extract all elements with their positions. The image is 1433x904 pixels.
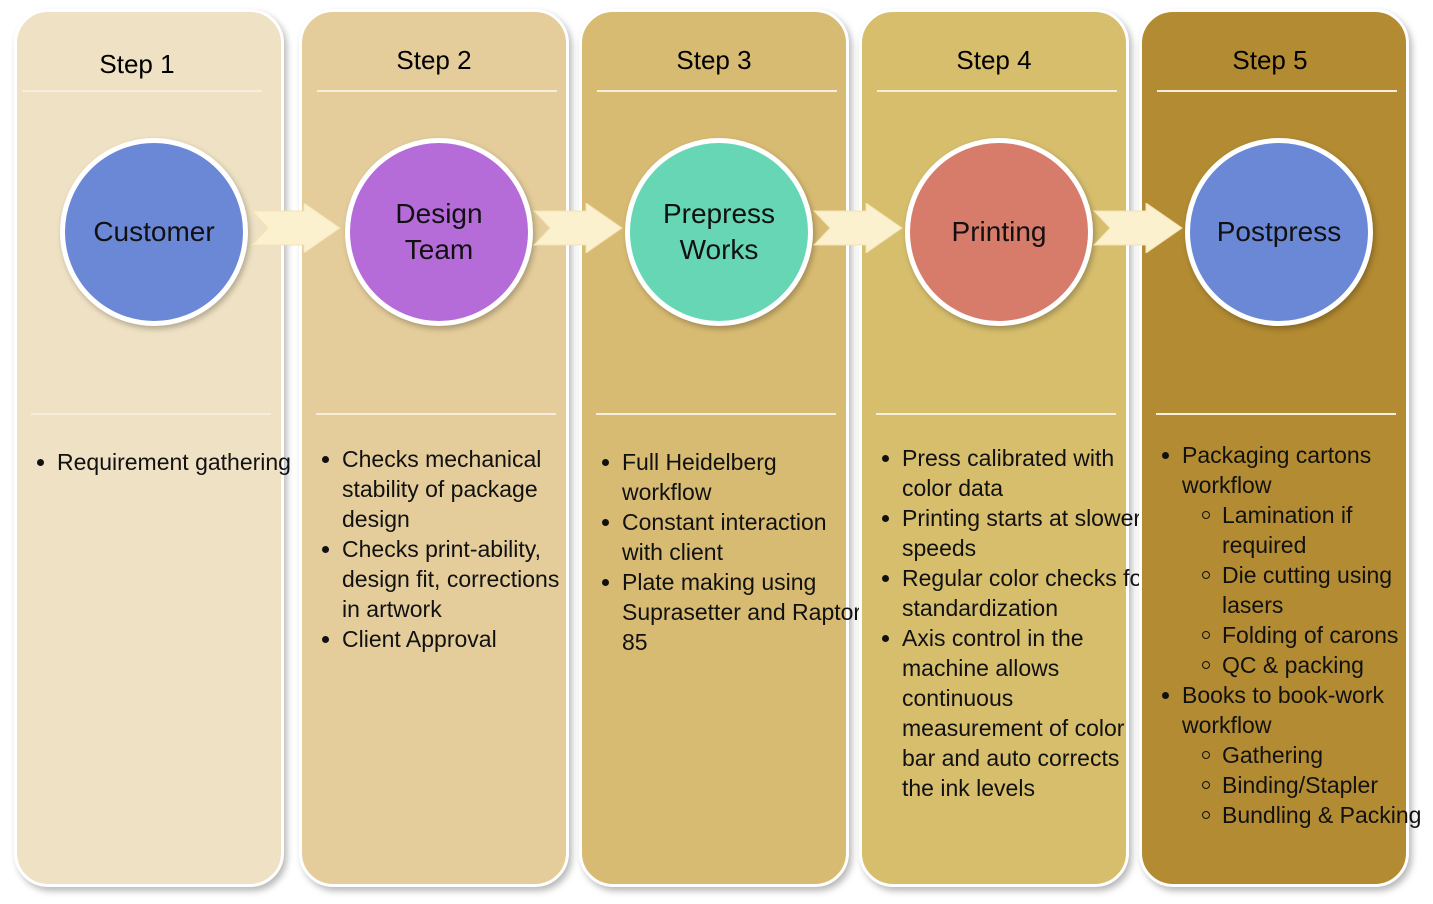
chevron-arrow-right-icon: [532, 203, 623, 253]
bullet-text: Printing starts at slower speeds: [902, 505, 1142, 561]
bullet-text: Requirement gathering: [57, 449, 291, 475]
bullet-text: Press calibrated with color data: [902, 445, 1115, 501]
sub-bullet-item: QC & packing: [1202, 650, 1433, 680]
divider: [877, 90, 1117, 92]
bullet-item: Requirement gathering: [37, 447, 297, 477]
step-circle-postpress: Postpress: [1185, 138, 1373, 326]
sub-bullet-text: Folding of carons: [1222, 622, 1399, 648]
divider: [1156, 413, 1396, 415]
chevron-arrow-right-icon: [1092, 203, 1183, 253]
sub-bullet-text: Binding/Stapler: [1222, 772, 1378, 798]
bullet-list: Press calibrated with color data Printin…: [876, 443, 1152, 803]
bullet-text: Books to book-work workflow: [1182, 682, 1384, 738]
divider: [1157, 90, 1397, 92]
bullet-item: Printing starts at slower speeds: [882, 503, 1152, 563]
step-title: Step 1: [99, 49, 175, 79]
bullet-item: Press calibrated with color data: [882, 443, 1152, 503]
divider: [876, 413, 1116, 415]
bullet-text: Checks print-ability, design fit, correc…: [342, 536, 560, 622]
sub-bullet-item: Binding/Stapler: [1202, 770, 1433, 800]
step-circle-printing: Printing: [905, 138, 1093, 326]
sub-bullet-text: Lamination if required: [1222, 502, 1353, 558]
sub-bullet-item: Gathering: [1202, 740, 1433, 770]
step-title: Step 3: [676, 45, 752, 75]
bullet-item: Plate making using Suprasetter and Rapto…: [602, 567, 862, 657]
bullet-item: Full Heidelberg workflow: [602, 447, 862, 507]
bullet-list: Full Heidelberg workflow Constant intera…: [596, 447, 862, 657]
sub-bullet-text: Bundling & Packing: [1222, 802, 1422, 828]
bullet-item: Packaging cartons workflow Lamination if…: [1162, 440, 1433, 680]
step-title: Step 2: [396, 45, 472, 75]
sub-bullet-list: Gathering Binding/Stapler Bundling & Pac…: [1182, 740, 1433, 830]
bullet-list: Packaging cartons workflow Lamination if…: [1156, 440, 1433, 830]
divider: [22, 90, 262, 92]
divider: [31, 413, 271, 415]
divider: [316, 413, 556, 415]
step-circle-customer: Customer: [60, 138, 248, 326]
step-column-2: Step 2 Design Team Checks mechanical sta…: [299, 9, 569, 887]
step-column-3: Step 3 Prepress Works Full Heidelberg wo…: [579, 9, 861, 887]
bullet-text: Plate making using Suprasetter and Rapto…: [622, 569, 862, 655]
chevron-arrow-right-icon: [250, 203, 341, 253]
circle-label: Postpress: [1216, 216, 1342, 247]
step-column-5: Step 5 Postpress Packaging cartons workf…: [1139, 9, 1421, 887]
bullet-text: Checks mechanical stability of package d…: [342, 446, 542, 532]
sub-bullet-text: Die cutting using lasers: [1222, 562, 1393, 618]
step-title: Step 4: [956, 45, 1032, 75]
bullet-item: Books to book-work workflow Gathering Bi…: [1162, 680, 1433, 830]
step-circle-prepress-works: Prepress Works: [625, 138, 813, 326]
bullet-list: Checks mechanical stability of package d…: [316, 444, 582, 654]
bullet-text: Packaging cartons workflow: [1182, 442, 1372, 498]
chevron-arrow-right-icon: [812, 203, 903, 253]
bullet-item: Constant interaction with client: [602, 507, 862, 567]
bullet-text: Full Heidelberg workflow: [622, 449, 777, 505]
step-column-4: Step 4 Printing Press calibrated with co…: [859, 9, 1150, 887]
bullet-list: Requirement gathering: [31, 447, 297, 477]
circle-label: Design Team: [395, 198, 483, 265]
circle-label: Prepress Works: [662, 198, 776, 265]
bullet-item: Client Approval: [322, 624, 582, 654]
step-title: Step 5: [1232, 45, 1308, 75]
divider: [597, 90, 837, 92]
sub-bullet-text: QC & packing: [1222, 652, 1364, 678]
circle-label: Customer: [93, 216, 215, 247]
bullet-item: Regular color checks for standardization: [882, 563, 1152, 623]
sub-bullet-item: Bundling & Packing: [1202, 800, 1433, 830]
sub-bullet-item: Lamination if required: [1202, 500, 1433, 560]
bullet-text: Axis control in the machine allows conti…: [902, 625, 1125, 801]
circle-label: Printing: [951, 216, 1047, 247]
bullet-text: Regular color checks for standardization: [902, 565, 1150, 621]
step-circle-design-team: Design Team: [345, 138, 533, 326]
bullet-item: Checks print-ability, design fit, correc…: [322, 534, 582, 624]
sub-bullet-item: Folding of carons: [1202, 620, 1433, 650]
sub-bullet-text: Gathering: [1222, 742, 1324, 768]
divider: [317, 90, 557, 92]
bullet-text: Client Approval: [342, 626, 497, 652]
sub-bullet-item: Die cutting using lasers: [1202, 560, 1433, 620]
bullet-text: Constant interaction with client: [622, 509, 827, 565]
divider: [596, 413, 836, 415]
step-column-1: Step 1 Customer Requirement gathering: [14, 9, 291, 887]
bullet-item: Checks mechanical stability of package d…: [322, 444, 582, 534]
sub-bullet-list: Lamination if required Die cutting using…: [1182, 500, 1433, 680]
bullet-item: Axis control in the machine allows conti…: [882, 623, 1152, 803]
